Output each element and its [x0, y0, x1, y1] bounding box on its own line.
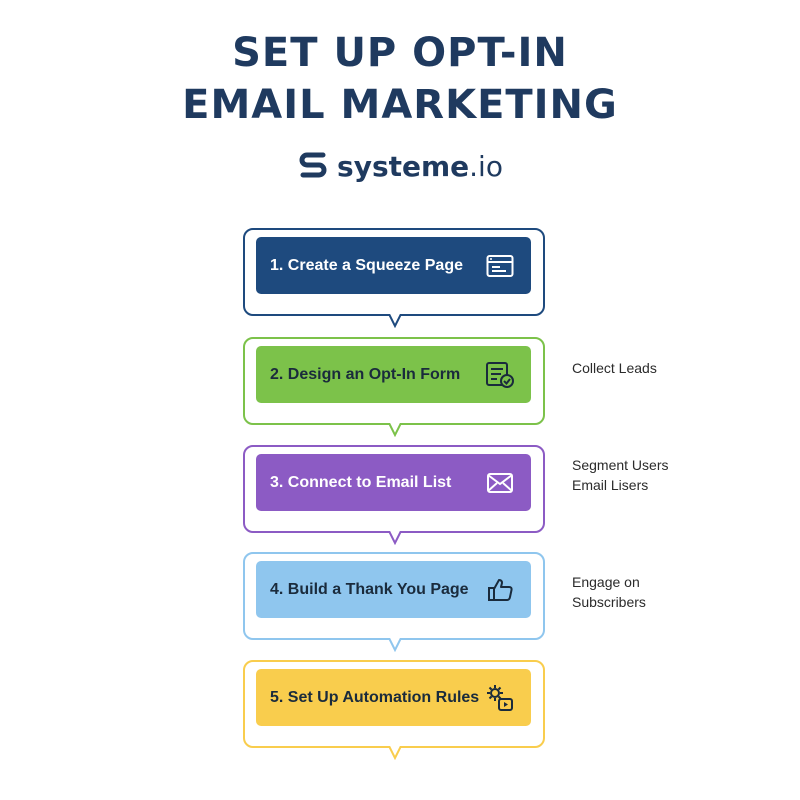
title-line-1: SET UP OPT-IN — [232, 30, 568, 76]
side-note-3-line-1: Engage on — [572, 574, 640, 590]
step-3-label: 3. Connect to Email List — [270, 473, 452, 491]
step-4-pointer — [388, 638, 402, 652]
step-5-pill: 5. Set Up Automation Rules — [256, 669, 531, 726]
step-3-pointer — [388, 531, 402, 545]
brand-name-main: systeme — [337, 150, 470, 183]
step-1-pill: 1. Create a Squeeze Page — [256, 237, 531, 294]
envelope-icon — [483, 466, 517, 500]
side-note-2-line-2: Email Lisers — [572, 477, 649, 493]
thumbs-up-icon — [483, 573, 517, 607]
side-note-engage-subscribers: Engage on Subscribers — [572, 572, 646, 612]
step-4: 4. Build a Thank You Page — [243, 552, 545, 652]
side-note-1-line-1: Collect Leads — [572, 360, 657, 376]
step-2-label: 2. Design an Opt-In Form — [270, 365, 461, 383]
side-note-segment-users: Segment Users Email Lisers — [572, 455, 668, 495]
step-2-pill: 2. Design an Opt-In Form — [256, 346, 531, 403]
step-2: 2. Design an Opt-In Form — [243, 337, 545, 437]
step-3-pill: 3. Connect to Email List — [256, 454, 531, 511]
step-3: 3. Connect to Email List — [243, 445, 545, 545]
systeme-s-logo-icon — [297, 148, 329, 185]
brand-name-suffix: .io — [469, 150, 503, 183]
step-4-label: 4. Build a Thank You Page — [270, 580, 469, 598]
brand-logo: systeme.io — [0, 148, 800, 185]
side-note-collect-leads: Collect Leads — [572, 358, 657, 378]
step-5-pointer — [388, 746, 402, 760]
step-1: 1. Create a Squeeze Page — [243, 228, 545, 328]
step-2-pointer — [388, 423, 402, 437]
step-4-pill: 4. Build a Thank You Page — [256, 561, 531, 618]
title-line-2: EMAIL MARKETING — [182, 82, 618, 128]
step-1-pointer — [388, 314, 402, 328]
side-note-2-line-1: Segment Users — [572, 457, 669, 473]
side-note-3-line-2: Subscribers — [572, 594, 646, 610]
brand-name: systeme.io — [337, 150, 503, 183]
step-1-label: 1. Create a Squeeze Page — [270, 256, 463, 274]
form-check-icon — [483, 358, 517, 392]
step-5: 5. Set Up Automation Rules — [243, 660, 545, 760]
step-5-label: 5. Set Up Automation Rules — [270, 688, 480, 706]
browser-window-icon — [483, 249, 517, 283]
gear-play-icon — [483, 681, 517, 715]
